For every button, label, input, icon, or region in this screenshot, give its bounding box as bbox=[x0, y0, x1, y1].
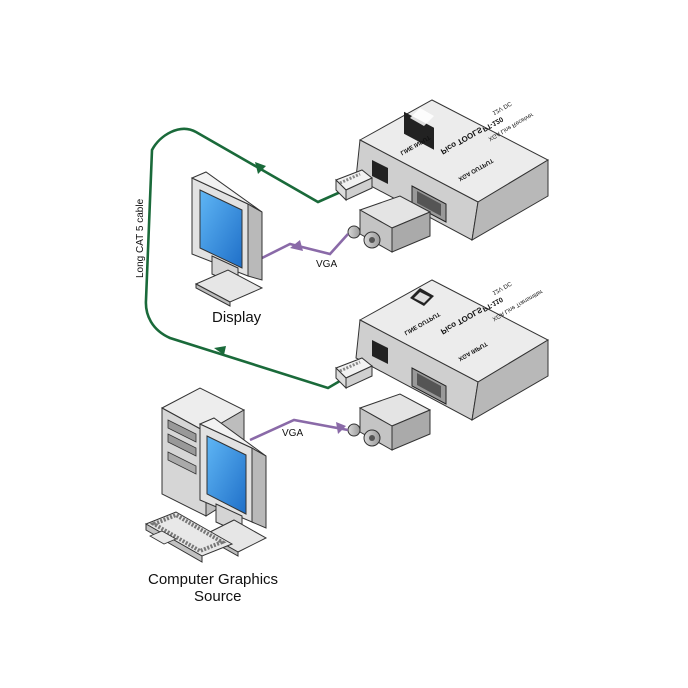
receiver-device: Pico TOOLS PT-120 XGA Line Receiver 12V … bbox=[355, 99, 550, 241]
transmitter-rj45-port bbox=[372, 340, 388, 364]
receiver-rj45-port bbox=[372, 160, 388, 184]
computer-source bbox=[144, 387, 268, 563]
receiver-power: 12V DC bbox=[491, 99, 513, 115]
vga-label-top: VGA bbox=[316, 259, 337, 270]
display-label: Display bbox=[212, 309, 262, 326]
vga-label-bottom: VGA bbox=[282, 428, 303, 439]
vga-cable-top bbox=[261, 233, 349, 260]
transmitter-power: 12V DC bbox=[491, 279, 513, 295]
transmitter-device: Pico TOOLS PT-110 XGA Line Transmitter 1… bbox=[355, 279, 550, 421]
pc-keyboard bbox=[144, 511, 234, 563]
cable-label: Long CAT 5 cable bbox=[135, 198, 146, 278]
vga-cable-bottom bbox=[249, 418, 349, 442]
transmitter-side-face bbox=[471, 339, 549, 421]
source-label-line2: Source bbox=[194, 588, 242, 605]
cat5-arrow-top bbox=[255, 162, 266, 174]
pc-screen bbox=[206, 435, 247, 515]
receiver-side-face bbox=[471, 159, 549, 241]
cat5-cable bbox=[144, 127, 346, 390]
cat5-arrow-bottom bbox=[214, 346, 226, 355]
display-monitor bbox=[190, 171, 264, 307]
transmitter-model: PT-110 bbox=[481, 295, 504, 312]
cat5-cable-line bbox=[144, 127, 346, 390]
rj45-plug-top bbox=[335, 169, 373, 202]
transmitter-logo bbox=[410, 288, 434, 306]
source-label-line1: Computer Graphics bbox=[148, 571, 278, 588]
rj45-plug-bottom bbox=[335, 357, 373, 390]
display-screen bbox=[199, 189, 243, 269]
vga-plug-top bbox=[347, 195, 432, 253]
vga-plug-bottom bbox=[347, 393, 432, 451]
receiver-logo bbox=[404, 108, 434, 150]
